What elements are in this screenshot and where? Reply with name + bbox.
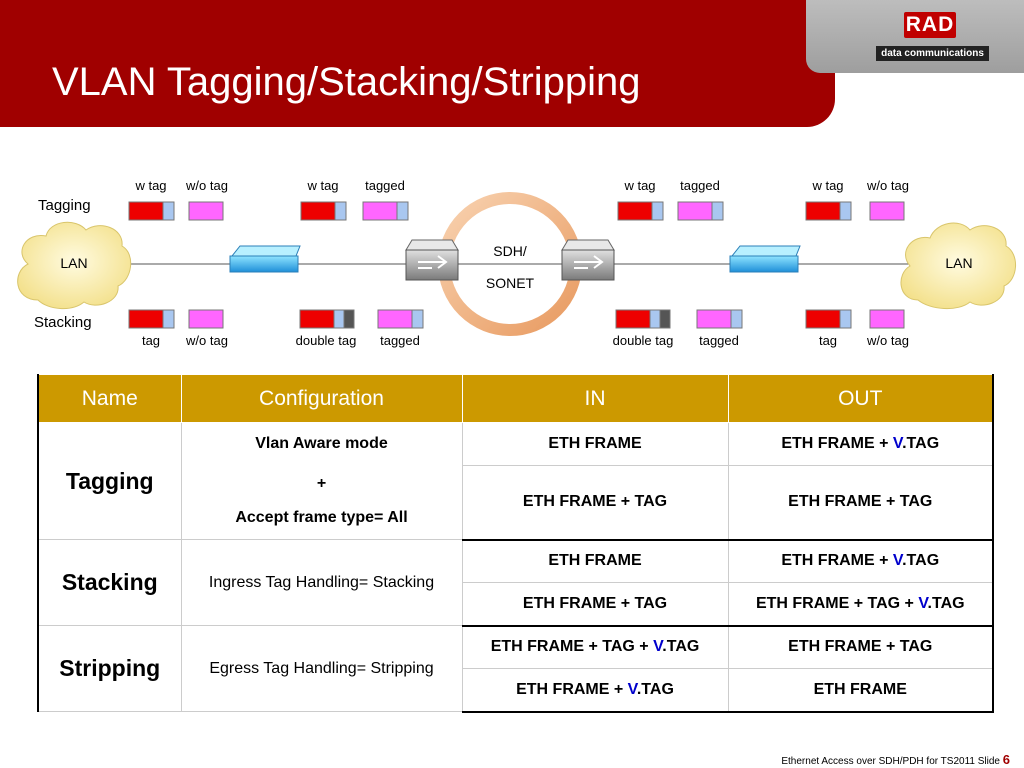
tag-label: w tag	[811, 178, 843, 193]
frame-icon	[615, 309, 671, 329]
cell-out: ETH FRAME + V.TAG	[727, 422, 994, 466]
cell-in: ETH FRAME	[461, 539, 729, 583]
frame-icon	[805, 201, 852, 221]
config-stacking: Ingress Tag Handling= Stacking	[180, 539, 463, 626]
header-out: OUT	[727, 374, 994, 423]
table-row: ETH FRAME + TAG ETH FRAME + TAG + V.TAG	[38, 582, 994, 627]
table-row: ETH FRAME + TAG ETH FRAME + TAG	[38, 465, 994, 541]
header-configuration: Configuration	[180, 374, 463, 423]
cell-in: ETH FRAME + TAG	[461, 465, 729, 541]
frame-icon	[128, 309, 175, 329]
cell-out: ETH FRAME + V.TAG	[727, 539, 994, 583]
footer-text: Ethernet Access over SDH/PDH for TS2011 …	[781, 756, 1003, 767]
tag-label: w/o tag	[866, 178, 909, 193]
row-name-stacking: Stacking	[37, 539, 182, 626]
stack-label: w/o tag	[185, 333, 228, 348]
frame-icon	[188, 309, 224, 329]
table-row: Tagging Vlan Aware mode + Accept frame t…	[37, 422, 994, 540]
cell-out: ETH FRAME + TAG + V.TAG	[727, 582, 994, 627]
stack-label: double tag	[613, 333, 674, 348]
frame-icon	[617, 201, 664, 221]
frame-icon	[300, 201, 347, 221]
table-row: Stripping Egress Tag Handling= Stripping…	[37, 625, 994, 712]
row-name-tagging: Tagging	[37, 422, 182, 540]
cloud-icon	[17, 221, 132, 309]
config-tagging: Vlan Aware mode + Accept frame type= All	[180, 422, 463, 540]
row-label-tagging: Tagging	[38, 197, 91, 214]
lan-left-label: LAN	[60, 255, 87, 271]
frame-icon	[128, 201, 175, 221]
row-label-stacking: Stacking	[34, 314, 92, 331]
router-icon	[405, 239, 459, 281]
stack-label: tagged	[699, 333, 739, 348]
header-in: IN	[461, 374, 729, 423]
tag-label: w tag	[306, 178, 338, 193]
cell-in: ETH FRAME + V.TAG	[461, 668, 729, 713]
stack-label: tag	[819, 333, 837, 348]
cell-out: ETH FRAME + TAG	[727, 625, 994, 669]
config-line: Vlan Aware mode	[255, 435, 388, 452]
tag-label: tagged	[680, 178, 720, 193]
table-row: ETH FRAME + V.TAG ETH FRAME	[38, 668, 994, 713]
frame-icon	[362, 201, 409, 221]
cell-out: ETH FRAME + TAG	[727, 465, 994, 541]
router-icon	[561, 239, 615, 281]
slide-title: VLAN Tagging/Stacking/Stripping	[52, 60, 641, 104]
tag-label: w tag	[134, 178, 166, 193]
switch-icon	[729, 245, 801, 273]
stack-label: double tag	[296, 333, 357, 348]
vlan-config-table: Name Configuration IN OUT Tagging Vlan A…	[37, 374, 994, 713]
cell-in: ETH FRAME + TAG + V.TAG	[461, 625, 729, 669]
tag-label: w tag	[623, 178, 655, 193]
tag-label: tagged	[365, 178, 405, 193]
frame-icon	[696, 309, 743, 329]
row-name-stripping: Stripping	[37, 625, 182, 712]
table-row: Stacking Ingress Tag Handling= Stacking …	[37, 539, 994, 626]
frame-icon	[869, 201, 905, 221]
title-banner	[0, 0, 835, 127]
lan-right-label: LAN	[945, 255, 972, 271]
slide-footer: Ethernet Access over SDH/PDH for TS2011 …	[781, 752, 1010, 767]
frame-icon	[677, 201, 724, 221]
frame-icon	[805, 309, 852, 329]
cell-in: ETH FRAME + TAG	[461, 582, 729, 627]
cloud-icon	[900, 222, 1016, 309]
config-line: +	[316, 475, 327, 492]
frame-icon	[869, 309, 905, 329]
config-stripping: Egress Tag Handling= Stripping	[180, 625, 463, 712]
frame-icon	[188, 201, 224, 221]
switch-icon	[229, 245, 301, 273]
stack-label: tag	[142, 333, 160, 348]
table-header-row: Name Configuration IN OUT	[37, 374, 994, 423]
stack-label: w/o tag	[866, 333, 909, 348]
cell-out: ETH FRAME	[727, 668, 994, 713]
cell-in: ETH FRAME	[461, 422, 729, 466]
logo-tagline: data communications	[876, 46, 989, 61]
rad-logo: RAD	[904, 12, 956, 38]
header-name: Name	[37, 374, 182, 423]
config-line: Accept frame type= All	[235, 509, 408, 526]
tag-label: w/o tag	[185, 178, 228, 193]
slide-number: 6	[1002, 752, 1010, 767]
ring-label-1: SDH/	[493, 243, 527, 259]
frame-icon	[299, 309, 355, 329]
frame-icon	[377, 309, 424, 329]
ring-label-2: SONET	[486, 275, 535, 291]
stack-label: tagged	[380, 333, 420, 348]
